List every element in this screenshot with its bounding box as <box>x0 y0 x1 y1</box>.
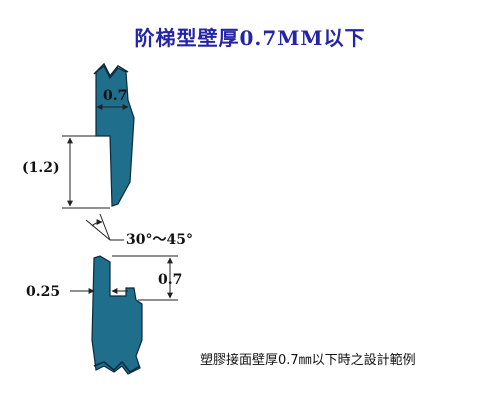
right-height-label: 0.7 <box>158 272 182 288</box>
upper-part <box>95 65 135 207</box>
diagram-title: 阶梯型壁厚0.7MM以下 <box>134 26 366 50</box>
lower-part <box>91 255 143 375</box>
upper-break-line <box>93 62 129 78</box>
gap-label: 0.25 <box>26 284 60 300</box>
angle-arc <box>91 219 103 227</box>
caption: 塑膠接面壁厚0.7㎜以下時之設計範例 <box>200 353 416 368</box>
top-thickness-label: 0.7 <box>103 88 127 104</box>
step-height-label: (1.2) <box>22 160 60 176</box>
angle-label: 30°～45° <box>126 232 193 248</box>
angle-line-1 <box>85 219 111 241</box>
lower-break-line <box>93 360 141 373</box>
angle-line-2 <box>99 213 111 241</box>
